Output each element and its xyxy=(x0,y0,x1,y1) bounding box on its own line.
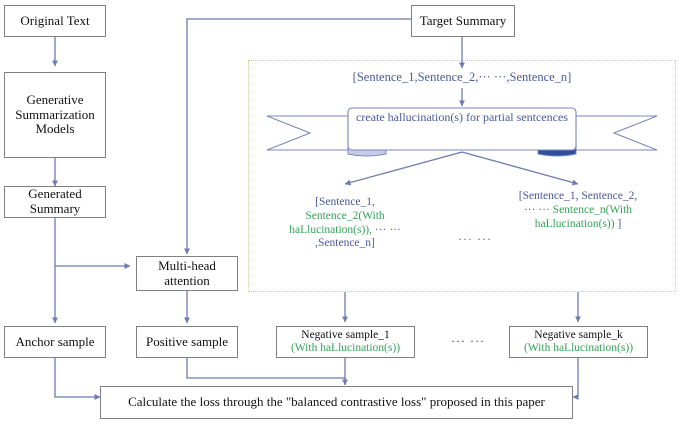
box-generated-summary-line2: Summary xyxy=(29,201,81,216)
ribbon-label: create hallucination(s) for partial sent… xyxy=(348,110,576,124)
left-branch-text: [Sentence_1, Sentence_2(With haLlucinati… xyxy=(285,196,405,251)
wire-target-to-attention xyxy=(184,18,411,255)
box-positive-sample-label: Positive sample xyxy=(146,333,228,349)
left-branch-line5: ,Sentence_n] xyxy=(315,237,375,250)
box-neg1-line1: Negative sample_1 xyxy=(301,329,390,342)
box-anchor-sample[interactable]: Anchor sample xyxy=(4,326,106,358)
box-loss[interactable]: Calculate the loss through the "balanced… xyxy=(100,386,573,419)
box-generative-summarization-models[interactable]: Generative Summarization Models xyxy=(4,72,106,158)
box-models-line3: Models xyxy=(35,121,75,137)
ribbon-banner xyxy=(266,107,658,157)
ribbon-right-tail xyxy=(575,115,658,151)
right-branch-line1: [Sentence_1, xyxy=(518,190,579,202)
ribbon-label-line1: create hallucination(s) for partial xyxy=(356,110,514,124)
box-positive-sample[interactable]: Positive sample xyxy=(136,326,238,358)
box-negk-line2: (With haLlucination(s)) xyxy=(523,342,634,354)
wire-positive-to-loss xyxy=(186,358,348,386)
box-attention-line1: Multi-head xyxy=(158,257,216,273)
box-loss-label: Calculate the loss through the "balanced… xyxy=(128,394,545,410)
box-original-text-label: Original Text xyxy=(20,12,90,28)
box-generated-summary-line1: Generated xyxy=(28,186,82,202)
box-target-summary[interactable]: Target Summary xyxy=(411,5,515,37)
ribbon-label-line2: sentcences xyxy=(516,110,568,124)
box-negk-line1: Negative sample_k xyxy=(534,329,623,342)
ellipsis-between-branches: ··· ··· xyxy=(458,232,492,246)
wire-negk-to-loss xyxy=(572,358,579,400)
box-negative-sample-k[interactable]: Negative sample_k (With haLlucination(s)… xyxy=(509,326,648,358)
box-attention-line2: attention xyxy=(164,272,210,288)
left-branch-line4: ··· ··· xyxy=(374,223,401,236)
right-branch-text: [Sentence_1, Sentence_2, ··· ··· Sentenc… xyxy=(518,190,638,231)
right-branch-line3: ··· ··· xyxy=(523,203,550,216)
box-original-text[interactable]: Original Text xyxy=(4,5,106,37)
wire-ribbon-to-right-branch xyxy=(461,151,579,186)
sentence-list-text: [Sentence_1,Sentence_2,··· ···,Sentence_… xyxy=(262,70,662,85)
ribbon-body xyxy=(347,107,577,151)
box-anchor-sample-label: Anchor sample xyxy=(15,333,95,349)
box-multi-head-attention[interactable]: Multi-head attention xyxy=(136,256,238,291)
right-branch-line4: Sentence_n(With xyxy=(552,203,633,216)
box-neg1-line2: (With haLlucination(s)) xyxy=(290,342,401,354)
ribbon-left-tail xyxy=(266,115,349,151)
right-branch-line2: Sentence_2, xyxy=(581,190,638,202)
box-models-line2: Summarization xyxy=(15,106,95,122)
left-branch-line1: [Sentence_1, xyxy=(315,196,375,208)
left-branch-line2: Sentence_2(With xyxy=(305,209,385,222)
box-target-summary-label: Target Summary xyxy=(419,12,507,28)
right-branch-line5: haLlucination(s)) xyxy=(534,217,615,230)
sentence-list-label: [Sentence_1,Sentence_2,··· ···,Sentence_… xyxy=(352,70,572,84)
box-negative-sample-1[interactable]: Negative sample_1 (With haLlucination(s)… xyxy=(276,326,415,358)
ellipsis-between-negatives: ··· ··· xyxy=(451,334,485,348)
wire-ribbon-to-left-branch xyxy=(344,151,463,186)
right-branch-line6: ] xyxy=(617,217,622,230)
box-generated-summary[interactable]: Generated Summary xyxy=(4,186,106,218)
box-models-line1: Generative xyxy=(26,92,84,108)
wire-anchor-to-loss xyxy=(54,358,101,400)
left-branch-line3: haLlucination(s)), xyxy=(289,223,372,236)
